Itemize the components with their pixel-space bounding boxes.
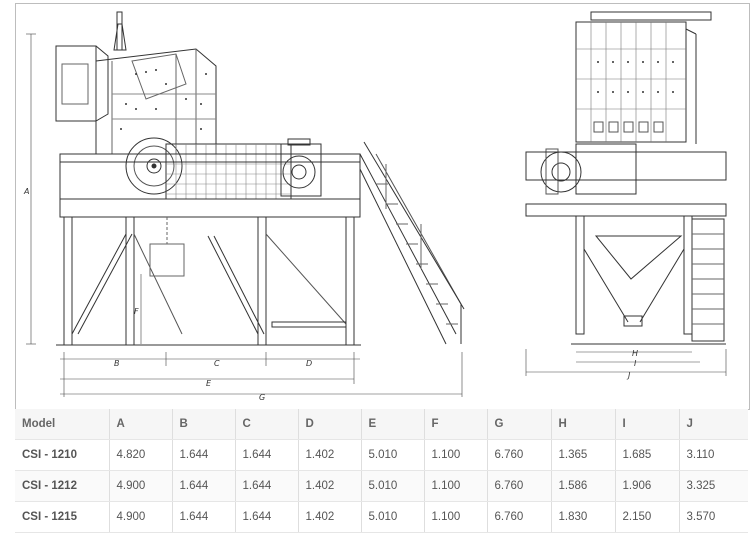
- table-cell: 1.644: [235, 470, 299, 502]
- model-cell: CSI - 1210: [15, 439, 110, 471]
- table-cell: 1.100: [424, 470, 488, 502]
- column-header-d: D: [298, 409, 362, 440]
- table-row: CSI - 1215 4.900 1.644 1.644 1.402 5.010…: [15, 501, 748, 533]
- table-cell: 4.820: [109, 439, 173, 471]
- table-row: CSI - 1210 4.820 1.644 1.644 1.402 5.010…: [15, 439, 748, 471]
- column-header-j: J: [679, 409, 748, 440]
- column-header-e: E: [361, 409, 425, 440]
- column-header-b: B: [172, 409, 236, 440]
- dimension-label-e: E: [206, 379, 212, 388]
- table-cell: 1.644: [172, 501, 236, 533]
- table-cell: 1.402: [298, 439, 362, 471]
- table-cell: 6.760: [487, 470, 552, 502]
- table-cell: 5.010: [361, 439, 425, 471]
- table-row: CSI - 1212 4.900 1.644 1.644 1.402 5.010…: [15, 470, 748, 502]
- table-cell: 1.402: [298, 470, 362, 502]
- table-cell: 5.010: [361, 470, 425, 502]
- table-cell: 4.900: [109, 470, 173, 502]
- dimension-label-f: F: [134, 307, 139, 316]
- table-cell: 4.900: [109, 501, 173, 533]
- table-cell: 1.586: [551, 470, 616, 502]
- dimension-label-j: J: [626, 371, 631, 380]
- table-cell: 1.830: [551, 501, 616, 533]
- table-cell: 1.644: [235, 501, 299, 533]
- model-cell: CSI - 1212: [15, 470, 110, 502]
- dimension-label-b: B: [114, 359, 120, 368]
- side-view: A B C D E F G: [23, 11, 465, 402]
- column-header-a: A: [109, 409, 173, 440]
- table-header-row: Model A B C D E F G H I J: [15, 409, 748, 440]
- column-header-i: I: [615, 409, 680, 440]
- table-cell: 6.760: [487, 501, 552, 533]
- table-cell: 1.685: [615, 439, 680, 471]
- model-cell: CSI - 1215: [15, 501, 110, 533]
- dimension-label-i: I: [634, 359, 637, 368]
- specifications-table: Model A B C D E F G H I J CSI - 1210 4.8…: [15, 409, 748, 533]
- table-cell: 1.100: [424, 501, 488, 533]
- table-cell: 1.644: [235, 439, 299, 471]
- crusher-drawing: A B C D E F G: [23, 11, 727, 402]
- technical-drawing: A B C D E F G: [15, 3, 750, 410]
- table-cell: 2.150: [615, 501, 680, 533]
- table-cell: 1.644: [172, 470, 236, 502]
- dimension-label-c: C: [214, 359, 220, 368]
- table-cell: 6.760: [487, 439, 552, 471]
- dimension-label-g: G: [259, 393, 265, 402]
- table-cell: 1.100: [424, 439, 488, 471]
- table-cell: 1.402: [298, 501, 362, 533]
- table-cell: 3.110: [679, 439, 748, 471]
- table-cell: 1.906: [615, 470, 680, 502]
- table-cell: 3.570: [679, 501, 748, 533]
- front-view: H I J: [525, 11, 727, 380]
- column-header-f: F: [424, 409, 488, 440]
- column-header-g: G: [487, 409, 552, 440]
- table-cell: 1.365: [551, 439, 616, 471]
- table-cell: 5.010: [361, 501, 425, 533]
- column-header-model: Model: [15, 409, 110, 440]
- table-cell: 3.325: [679, 470, 748, 502]
- dimension-label-d: D: [306, 359, 312, 368]
- dimension-label-a: A: [23, 187, 29, 196]
- column-header-h: H: [551, 409, 616, 440]
- column-header-c: C: [235, 409, 299, 440]
- table-cell: 1.644: [172, 439, 236, 471]
- dimension-label-h: H: [632, 349, 638, 358]
